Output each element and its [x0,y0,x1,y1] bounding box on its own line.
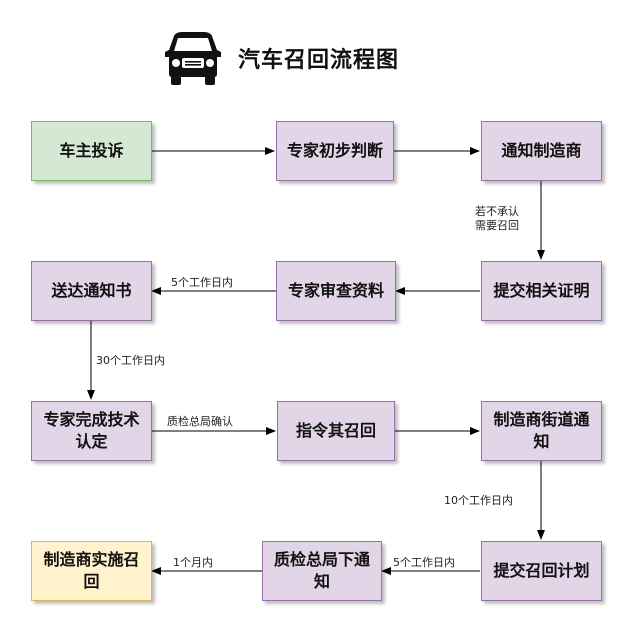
node-aqsiq-issue-notice: 质检总局下通知 [262,541,382,601]
edge-label-n7-n8: 质检总局确认 [166,415,234,429]
edge-label-n10-n11: 5个工作日内 [392,556,456,570]
edge-label-n5-n6: 5个工作日内 [170,276,234,290]
node-manufacturer-implements-recall: 制造商实施召回 [31,541,152,601]
node-submit-proof: 提交相关证明 [481,261,602,321]
node-submit-recall-plan: 提交召回计划 [481,541,602,601]
node-car-owner-complaint: 车主投诉 [31,121,152,181]
node-expert-initial-judgment: 专家初步判断 [276,121,394,181]
title-block: 汽车召回流程图 [162,30,399,86]
node-notify-manufacturer: 通知制造商 [481,121,602,181]
node-manufacturer-notice: 制造商街道通知 [481,401,602,461]
edge-label-n11-n12: 1个月内 [172,556,214,570]
node-order-recall: 指令其召回 [277,401,395,461]
node-expert-review: 专家审查资料 [276,261,396,321]
edge-label-n9-n10: 10个工作日内 [444,494,513,507]
car-icon [165,32,221,85]
edge-label-n6-n7: 30个工作日内 [96,354,165,367]
node-deliver-notice: 送达通知书 [31,261,152,321]
diagram-title: 汽车召回流程图 [238,48,400,73]
node-expert-technical-determination: 专家完成技术认定 [31,401,152,461]
edge-label-n3-n4: 若不承认 需要召回 [475,205,519,232]
